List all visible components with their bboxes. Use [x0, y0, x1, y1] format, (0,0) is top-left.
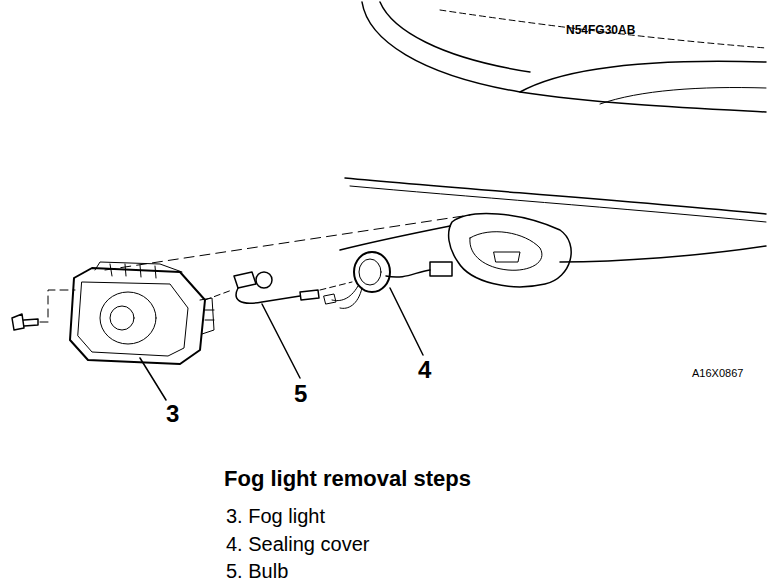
alignment-line	[320, 282, 352, 290]
list-heading: Fog light removal steps	[224, 468, 471, 490]
bumper-line	[350, 186, 766, 222]
wire-terminal	[324, 294, 336, 304]
bulb-terminal	[300, 290, 319, 300]
step-item: 4. Sealing cover	[226, 534, 369, 554]
bumper-opening	[449, 214, 572, 287]
leader-line	[390, 288, 423, 355]
bumper-opening	[470, 232, 542, 271]
harness-wire	[386, 270, 430, 277]
fog-light-housing	[70, 268, 205, 364]
bumper-line	[340, 226, 450, 250]
figure-code: A16X0867	[692, 368, 743, 379]
bumper-line	[345, 178, 766, 214]
leader-line	[140, 358, 166, 400]
alignment-line	[40, 290, 75, 322]
bumper-line	[560, 246, 766, 262]
leader-line	[262, 304, 300, 378]
fog-light-top	[95, 262, 182, 278]
fog-light-lens	[78, 282, 188, 356]
figure-code: N54FG30AB	[566, 24, 635, 36]
callout-number: 4	[418, 358, 431, 382]
headlight-contour	[600, 88, 766, 104]
body-contour	[362, 2, 766, 112]
fog-light-reflector	[110, 306, 134, 330]
sealing-cover	[354, 252, 390, 292]
sealing-cover	[359, 259, 381, 285]
bulb	[234, 272, 256, 288]
bulb-wire	[236, 288, 300, 303]
step-item: 5. Bulb	[226, 561, 288, 581]
bulb	[256, 272, 272, 288]
step-item: 3. Fog light	[226, 506, 325, 526]
alignment-line	[105, 215, 470, 270]
callout-number: 5	[294, 382, 307, 406]
connector	[430, 262, 452, 276]
bumper-opening	[494, 252, 520, 262]
body-contour	[440, 10, 766, 48]
fog-light-reflector	[100, 292, 156, 344]
callout-number: 3	[166, 402, 179, 426]
screw	[12, 314, 38, 330]
harness-wire	[332, 286, 362, 308]
fog-light-back	[200, 298, 214, 334]
